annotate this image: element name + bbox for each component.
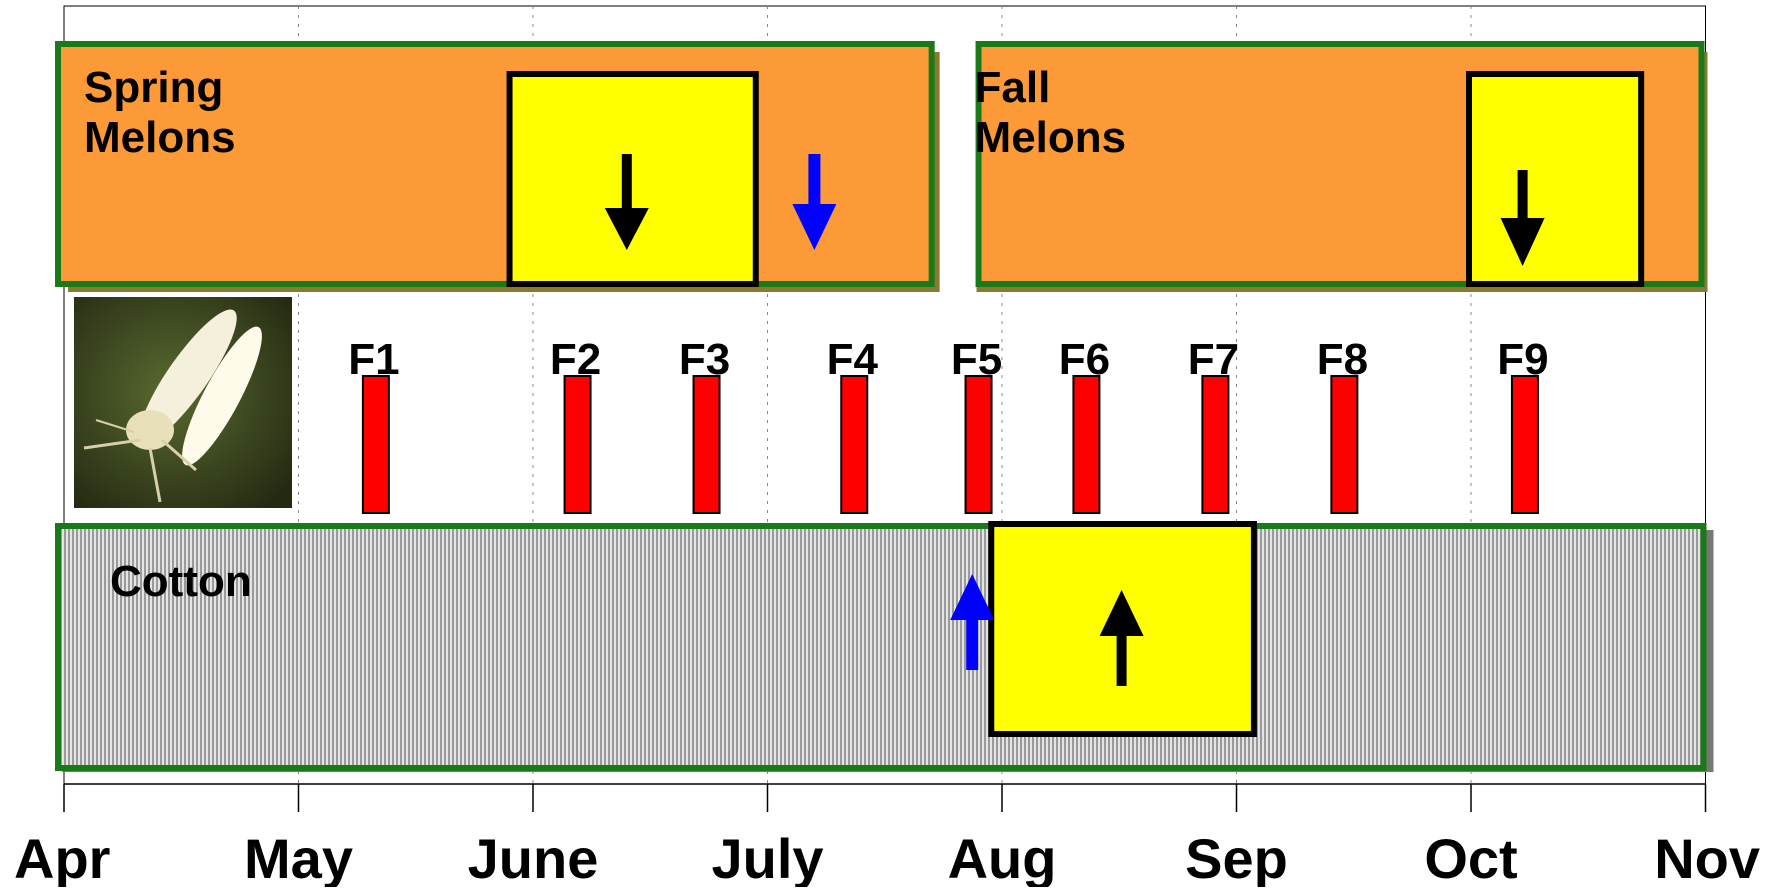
generation-label: F9 (1497, 335, 1548, 384)
month-label: Aug (948, 827, 1057, 887)
fall-melons-harvest-box (1466, 71, 1645, 287)
month-label: Nov (1654, 827, 1760, 887)
generation-label: F4 (827, 335, 879, 384)
generation-bar (964, 375, 993, 514)
generation-bar (361, 375, 390, 514)
month-label: May (244, 827, 353, 887)
spring-migration-down-arrow-icon (792, 154, 837, 250)
generation-bar (1510, 375, 1539, 514)
generation-bar (563, 375, 592, 514)
fall-melons-block: Fall Melons (975, 41, 1708, 292)
cotton-harvest-up-arrow-icon (1099, 590, 1144, 686)
month-label: Apr (14, 827, 110, 887)
generation-label: F7 (1188, 335, 1239, 384)
generation-label: F1 (348, 335, 399, 384)
generation-bar (1072, 375, 1101, 514)
generation-bar (1201, 375, 1230, 514)
spring-label-line1: Spring (84, 63, 223, 112)
spring-melons-bar (55, 41, 935, 287)
month-label: Sep (1185, 827, 1288, 887)
month-label: July (711, 827, 823, 887)
spring-melons-block: Spring Melons (55, 41, 940, 292)
spring-harvest-down-arrow-icon (604, 154, 649, 250)
whitefly-photo (74, 297, 292, 508)
fall-label-line2: Melons (975, 113, 1127, 162)
spring-label-line2: Melons (84, 113, 236, 162)
month-label: Oct (1424, 827, 1517, 887)
cotton-bar (55, 523, 1707, 771)
generation-bar (692, 375, 721, 514)
whitefly-generations: F1 F2 F3 F4 F5 F6 F7 F8 F9 (348, 335, 1549, 514)
generation-label: F3 (679, 335, 730, 384)
fall-harvest-down-arrow-icon (1500, 170, 1545, 266)
spring-melons-harvest-box (506, 71, 759, 287)
month-label: June (468, 827, 599, 887)
cotton-label: Cotton (110, 557, 252, 606)
generation-bar (840, 375, 869, 514)
whitefly-icon (83, 309, 262, 503)
generation-bar (1330, 375, 1359, 514)
generation-label: F2 (550, 335, 601, 384)
month-axis: Apr May June July Aug Sep Oct Nov (14, 783, 1760, 890)
generation-label: F8 (1317, 335, 1368, 384)
fall-label-line1: Fall (975, 63, 1051, 112)
cotton-block: Cotton (55, 521, 1714, 772)
generation-label: F6 (1059, 335, 1110, 384)
generation-label: F5 (951, 335, 1002, 384)
cotton-migration-up-arrow-icon (950, 574, 995, 670)
